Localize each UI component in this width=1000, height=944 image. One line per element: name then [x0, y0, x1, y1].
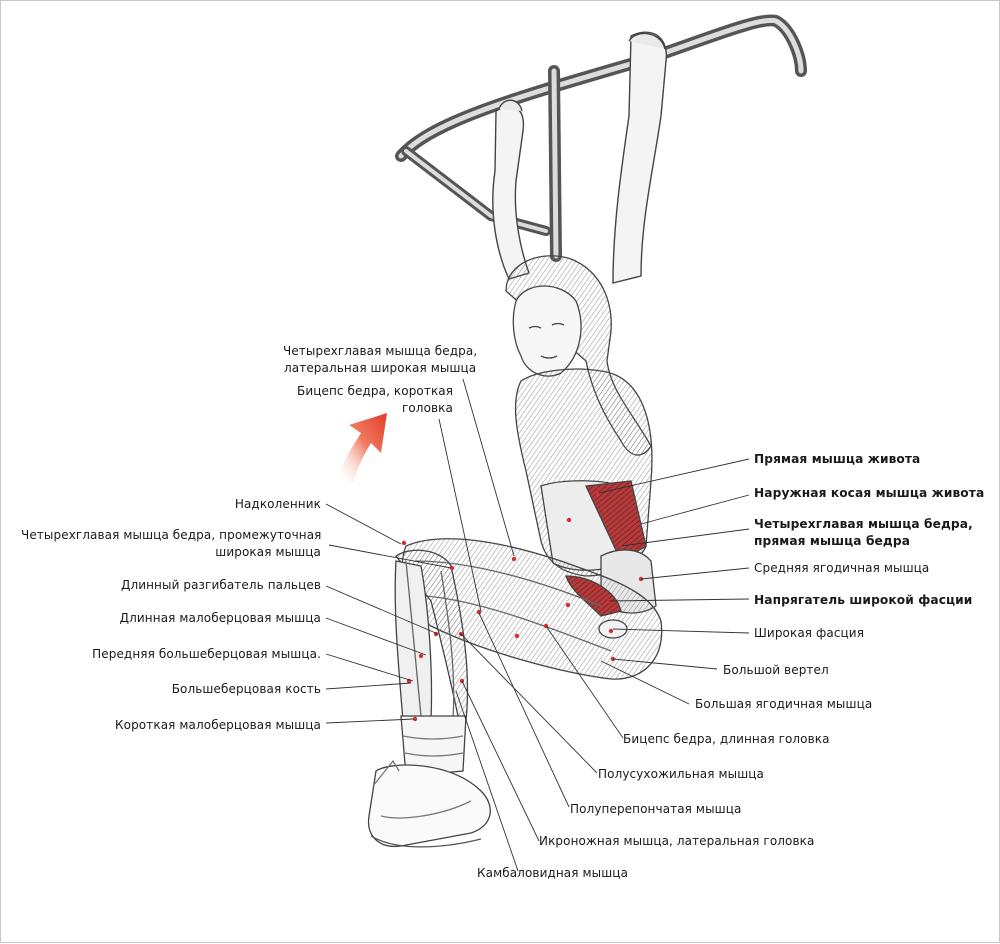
label-biceps-long-head: Бицепс бедра, длинная головка [623, 731, 830, 748]
label-gastrocnemius-lateral: Икроножная мышца, латеральная головка [539, 833, 814, 850]
label-peroneus-brevis: Короткая малоберцовая мышца [101, 717, 321, 734]
label-tibialis-anterior: Передняя большеберцовая мышца. [91, 646, 321, 663]
label-quad-vastus-lateralis: Четырехглавая мышца бедра, латеральная ш… [283, 343, 477, 377]
label-peroneus-longus: Длинная малоберцовая мышца [101, 610, 321, 627]
label-quad-vastus-intermedius: Четырехглавая мышца бедра, промежуточная… [21, 527, 321, 561]
label-semimembranosus: Полуперепончатая мышца [570, 801, 741, 818]
arms [493, 32, 667, 283]
label-external-oblique: Наружная косая мышца живота [754, 485, 984, 502]
pull-up-bar [401, 20, 801, 256]
label-quad-rectus-femoris: Четырехглавая мышца бедра, прямая мышца … [754, 516, 973, 550]
direction-arrow-icon [339, 413, 387, 483]
label-ext-digitorum-longus: Длинный разгибатель пальцев [101, 577, 321, 594]
label-tensor-fasciae-latae: Напрягатель широкой фасции [754, 592, 972, 609]
label-semitendinosus: Полусухожильная мышца [598, 766, 764, 783]
label-fascia-lata: Широкая фасция [754, 625, 864, 642]
label-rectus-abdominis: Прямая мышца живота [754, 451, 920, 468]
label-gluteus-medius: Средняя ягодичная мышца [754, 560, 929, 577]
label-greater-trochanter: Большой вертел [723, 662, 829, 679]
label-soleus: Камбаловидная мышца [477, 865, 628, 882]
label-biceps-short-head: Бицепс бедра, короткая головка [297, 383, 453, 417]
label-tibia: Большеберцовая кость [101, 681, 321, 698]
label-gluteus-maximus: Большая ягодичная мышца [695, 696, 872, 713]
feet [369, 716, 491, 847]
label-patella: Надколенник [121, 496, 321, 513]
